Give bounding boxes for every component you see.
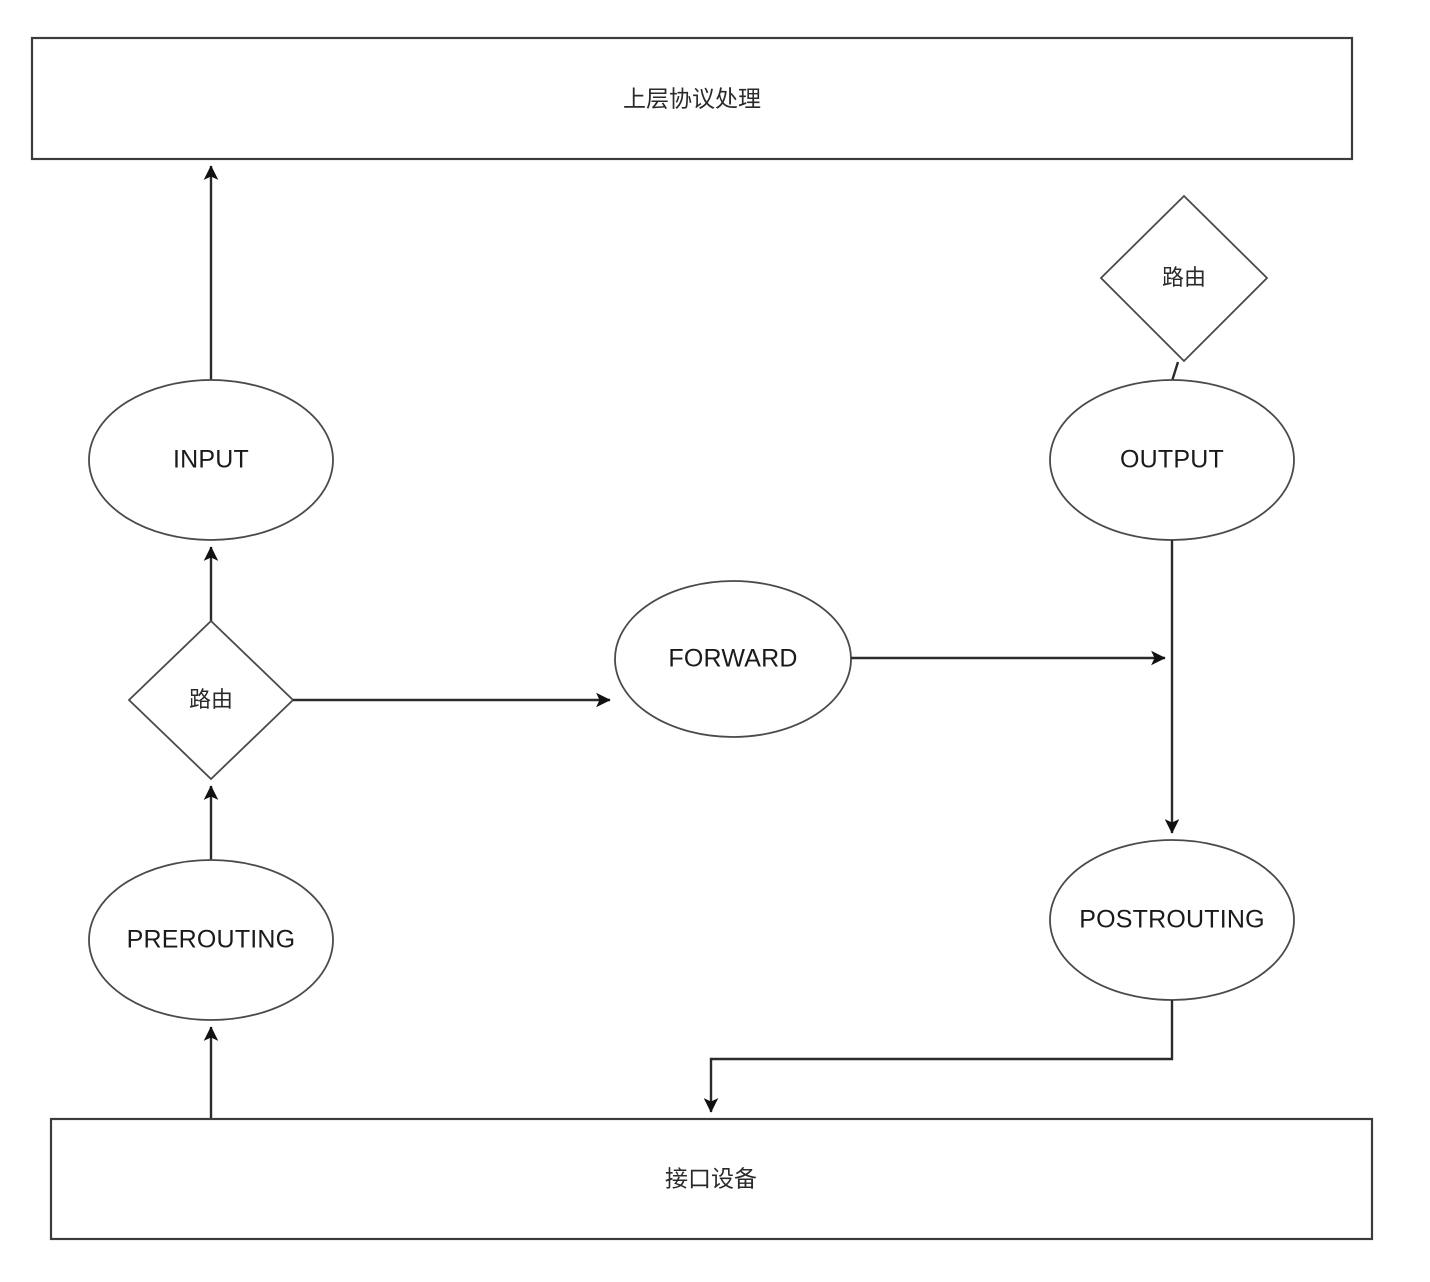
- output-label: OUTPUT: [1120, 446, 1224, 474]
- route-left-label: 路由: [189, 688, 233, 713]
- route-left-diamond[interactable]: [127, 619, 295, 781]
- node-upper-protocol[interactable]: 上层协议处理: [30, 36, 1354, 161]
- interface-device-label: 接口设备: [665, 1167, 757, 1193]
- node-route-left[interactable]: 路由: [127, 619, 295, 781]
- edge-line: [1170, 361, 1180, 382]
- upper-protocol-label: 上层协议处理: [623, 87, 761, 113]
- edge-route-right-to-output: [1170, 361, 1180, 382]
- postrouting-label: POSTROUTING: [1079, 906, 1265, 934]
- node-forward[interactable]: FORWARD: [614, 580, 852, 738]
- prerouting-ellipse[interactable]: [88, 859, 334, 1021]
- edge-postrouting-to-interface: [703, 1000, 1174, 1113]
- node-route-right[interactable]: 路由: [1099, 194, 1269, 363]
- edge-path: [703, 1000, 1174, 1113]
- node-input[interactable]: INPUT: [88, 379, 334, 541]
- node-output[interactable]: OUTPUT: [1049, 379, 1295, 541]
- node-prerouting[interactable]: PREROUTING: [88, 859, 334, 1021]
- route-right-label: 路由: [1162, 266, 1206, 291]
- node-postrouting[interactable]: POSTROUTING: [1049, 839, 1295, 1001]
- route-right-diamond[interactable]: [1099, 194, 1269, 363]
- forward-label: FORWARD: [668, 645, 797, 673]
- prerouting-label: PREROUTING: [127, 926, 296, 954]
- upper-protocol-box[interactable]: [30, 36, 1354, 161]
- input-ellipse[interactable]: [88, 379, 334, 541]
- node-interface-device[interactable]: 接口设备: [49, 1117, 1374, 1241]
- interface-device-box[interactable]: [49, 1117, 1374, 1241]
- input-label: INPUT: [173, 446, 249, 474]
